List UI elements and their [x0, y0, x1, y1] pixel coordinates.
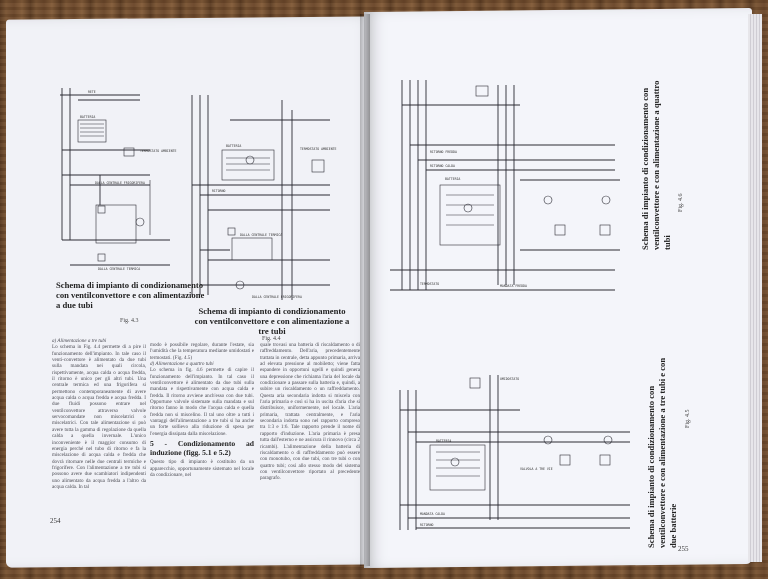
- label-termostato-a: TERMOSTATO AMBIENTE: [140, 149, 177, 153]
- figure-4-3-diagram: RETE BATTERIA DALLA CENTRALE FRIGORIFERA…: [60, 88, 177, 271]
- label-dalla-termica-b: DALLA CENTRALE TERMICA: [240, 233, 282, 237]
- section-heading-5: 5 - Condizionamento ad induzione (figg. …: [150, 439, 254, 457]
- label-umidostato: UMIDOSTATO: [500, 377, 519, 381]
- label-batteria-a: BATTERIA: [80, 115, 95, 119]
- caption-fig-4-5: Schema di impianto di condizionamento co…: [646, 357, 678, 548]
- text-column-3: quale trovasi una batteria di riscaldame…: [260, 342, 360, 532]
- label-dalla-frigo-a: DALLA CENTRALE FRIGORIFERA: [95, 181, 145, 185]
- page-number-right: 255: [678, 545, 689, 553]
- label-valvola: VALVOLA A TRE VIE: [520, 467, 553, 471]
- col2-paragraph-2: Lo schema in fig. 4.6 permette di capire…: [150, 367, 254, 437]
- figure-4-6-diagram: BATTERIA RITORNO FREDDA RITORNO CALDA MA…: [390, 80, 620, 291]
- label-batteria-c: BATTERIA: [445, 177, 460, 181]
- caption-fig-4-6: Schema di impianto di condizionamento co…: [640, 80, 672, 250]
- figure-number-4-5: Fig. 4.5: [685, 409, 691, 428]
- caption-fig-4-4: Schema di impianto di condizionamento co…: [194, 306, 350, 336]
- label-dalla-frigo-b: DALLA CENTRALE FRIGORIFERA: [252, 295, 302, 299]
- caption-fig-4-3: Schema di impianto di condizionamento co…: [56, 280, 205, 310]
- label-ritorno-d: RITORNO: [420, 523, 434, 527]
- figure-4-4-diagram: BATTERIA RITORNO DALLA CENTRALE TERMICA …: [191, 95, 337, 300]
- label-mandata-calda: MANDATA CALDA: [420, 512, 445, 516]
- label-dalla-termica-a: DALLA CENTRALE TERMICA: [98, 267, 140, 271]
- col1-paragraph: Lo schema in Fig. 4.4 permette di a pire…: [52, 344, 146, 490]
- label-batteria-b: BATTERIA: [226, 144, 241, 148]
- page-number-left: 254: [50, 517, 61, 525]
- label-ritorno-b: RITORNO: [212, 189, 226, 193]
- col3-paragraph: quale trovasi una batteria di riscaldame…: [260, 342, 360, 482]
- label-termostato-c: TERMOSTATO: [420, 282, 439, 286]
- label-mandata-fredda: MANDATA FREDDA: [500, 284, 527, 288]
- book-spine-gutter: [360, 14, 370, 566]
- label-termostato-b: TERMOSTATO AMBIENTE: [300, 147, 337, 151]
- col2-paragraph-1: modo è possibile regolare, durante l'est…: [150, 342, 254, 361]
- figure-4-5-diagram: BATTERIA MANDATA CALDA RITORNO UMIDOSTAT…: [399, 375, 630, 530]
- label-ritorno-calda: RITORNO CALDA: [430, 164, 455, 168]
- label-rete: RETE: [88, 90, 96, 94]
- col1-subheading: a) Alimentazione a tre tubi: [52, 338, 107, 344]
- label-batteria-d: BATTERIA: [436, 439, 451, 443]
- figure-number-4-3: Fig. 4.3: [120, 318, 139, 324]
- col2-paragraph-3: Questo tipo di impianto è costituito da …: [150, 459, 254, 478]
- page-stack-edge: [748, 14, 762, 562]
- text-column-2: modo è possibile regolare, durante l'est…: [150, 342, 254, 532]
- figure-number-4-6: Fig. 4.6: [678, 193, 684, 212]
- col2-subheading: d) Alimentazione a quattro tubi: [150, 361, 214, 368]
- figure-number-4-4: Fig. 4.4: [262, 336, 281, 342]
- text-column-1: a) Alimentazione a tre tubi Lo schema in…: [52, 338, 146, 518]
- label-ritorno-fredda: RITORNO FREDDA: [430, 150, 457, 154]
